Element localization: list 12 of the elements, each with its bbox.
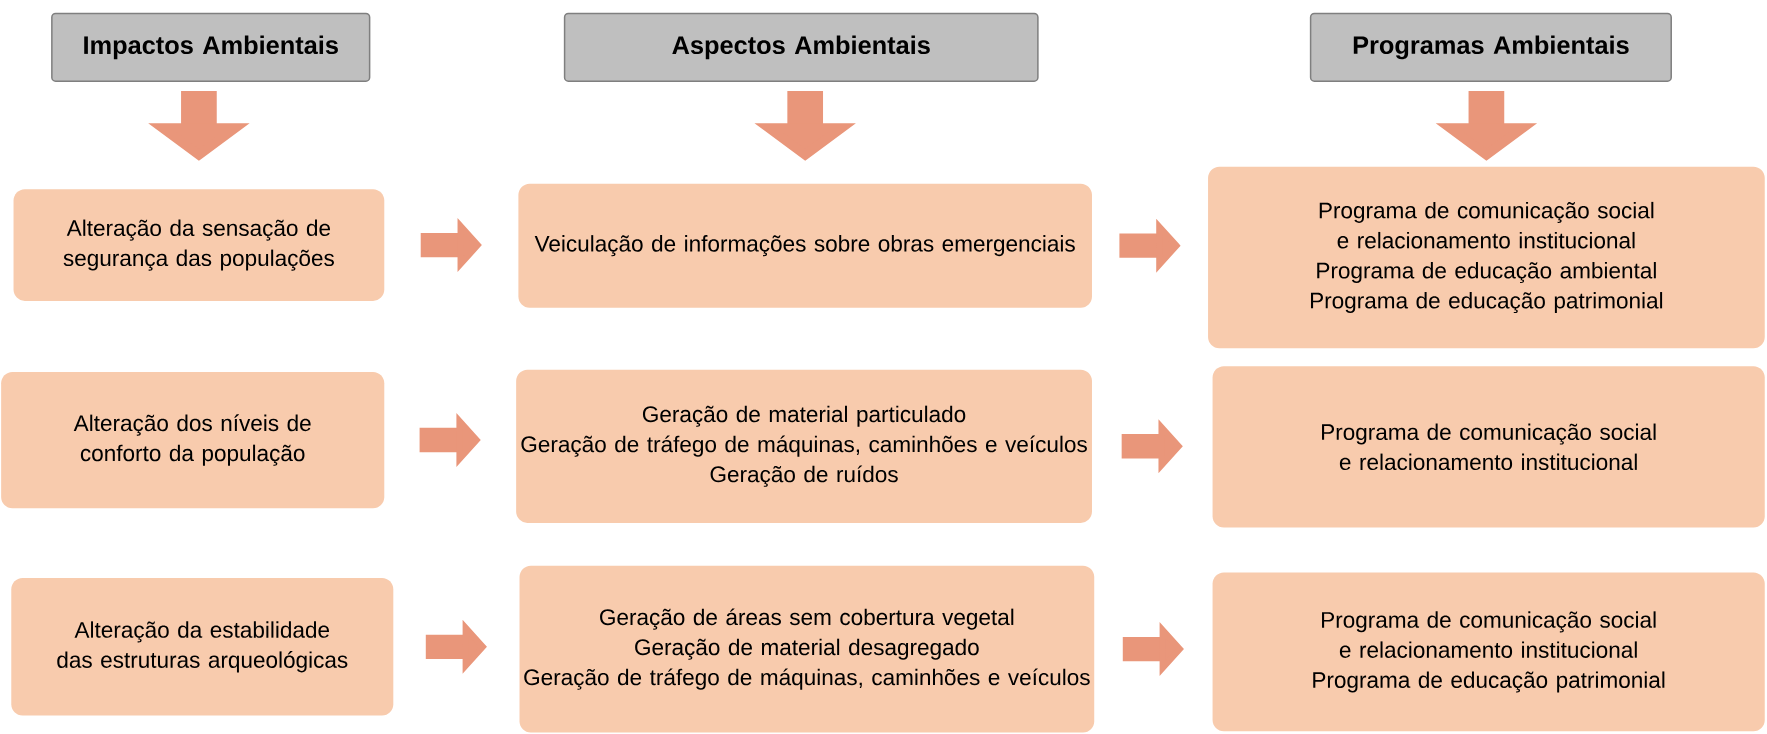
process-box: Geração de áreas sem cobertura vegetal Geração de material desagregado Geração de tráfego de máquinas, caminhões e veículos: [519, 565, 1095, 733]
header-box: Impactos Ambientais: [51, 12, 371, 83]
process-box: Alteração dos níveis de conforto da população: [1, 372, 385, 509]
process-box: Geração de material particulado Geração de tráfego de máquinas, caminhões e veículos Geração de ruídos: [516, 369, 1092, 524]
process-box: Veiculação de informações sobre obras emergenciais: [518, 183, 1092, 308]
process-box: Programa de comunicação social e relacionamento institucional: [1212, 366, 1765, 528]
header-box: Programas Ambientais: [1309, 12, 1672, 83]
process-box: Alteração da estabilidade das estruturas arqueológicas: [11, 578, 394, 716]
process-box: Alteração da sensação de segurança das populações: [13, 189, 385, 302]
header-box: Aspectos Ambientais: [563, 12, 1039, 83]
process-box: Programa de comunicação social e relacionamento institucional Programa de educação patrimonial: [1212, 572, 1765, 732]
process-box: Programa de comunicação social e relacionamento institucional Programa de educação ambiental Programa de educação patrimonial: [1208, 166, 1765, 349]
